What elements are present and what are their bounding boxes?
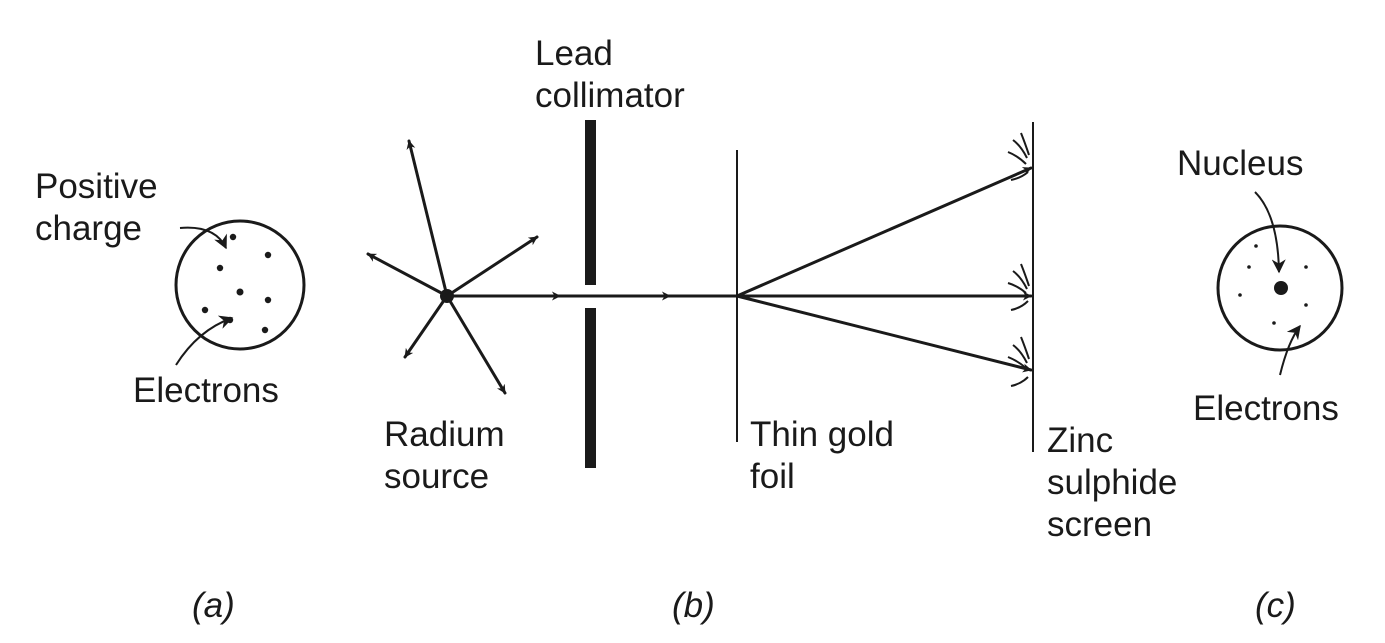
label-nucleus: Nucleus bbox=[1177, 144, 1303, 183]
label-collimator-line2: collimator bbox=[535, 76, 685, 115]
caption-b: (b) bbox=[672, 586, 715, 625]
label-source-line2: source bbox=[384, 457, 489, 496]
label-screen-line3: screen bbox=[1047, 505, 1152, 544]
scatter-ray-upper bbox=[735, 166, 1033, 298]
panel-a: Positive charge Electrons (a) bbox=[35, 167, 306, 625]
label-electrons-a: Electrons bbox=[133, 371, 279, 410]
label-foil-line2: foil bbox=[750, 457, 795, 496]
label-screen-line1: Zinc bbox=[1047, 421, 1113, 460]
label-positive-line1: Positive bbox=[35, 167, 158, 206]
flash-lower bbox=[1007, 336, 1030, 387]
label-screen-line2: sulphide bbox=[1047, 463, 1177, 502]
panel-b: Lead collimator Radium source Thin gold … bbox=[366, 34, 1177, 625]
positive-charge-pointer bbox=[179, 226, 227, 250]
panel-c: Nucleus Electrons (c) bbox=[1177, 144, 1344, 625]
atom-c-circle bbox=[1216, 224, 1344, 352]
label-positive-line2: charge bbox=[35, 209, 142, 248]
lead-collimator-lower bbox=[585, 308, 596, 468]
ray-down-left bbox=[403, 294, 449, 359]
ray-left bbox=[366, 252, 449, 298]
atom-a-circle bbox=[174, 219, 306, 351]
label-electrons-c: Electrons bbox=[1193, 389, 1339, 428]
scatter-ray-lower bbox=[735, 294, 1033, 373]
ray-down-right bbox=[445, 294, 507, 395]
electrons-c-pointer bbox=[1279, 324, 1301, 376]
flash-upper bbox=[1007, 132, 1030, 181]
flash-middle bbox=[1007, 263, 1030, 311]
lead-collimator-upper bbox=[585, 120, 596, 285]
ray-up-right bbox=[445, 235, 539, 298]
caption-a: (a) bbox=[192, 586, 235, 625]
ray-up bbox=[406, 139, 449, 298]
atom-a-electrons bbox=[201, 233, 272, 334]
label-foil-line1: Thin gold bbox=[750, 415, 894, 454]
caption-c: (c) bbox=[1255, 586, 1296, 625]
nucleus-dot bbox=[1274, 281, 1288, 295]
label-source-line1: Radium bbox=[384, 415, 505, 454]
electrons-a-pointer bbox=[175, 315, 234, 366]
nucleus-pointer bbox=[1254, 191, 1286, 274]
atom-c-electrons bbox=[1238, 244, 1308, 325]
label-collimator-line1: Lead bbox=[535, 34, 613, 73]
